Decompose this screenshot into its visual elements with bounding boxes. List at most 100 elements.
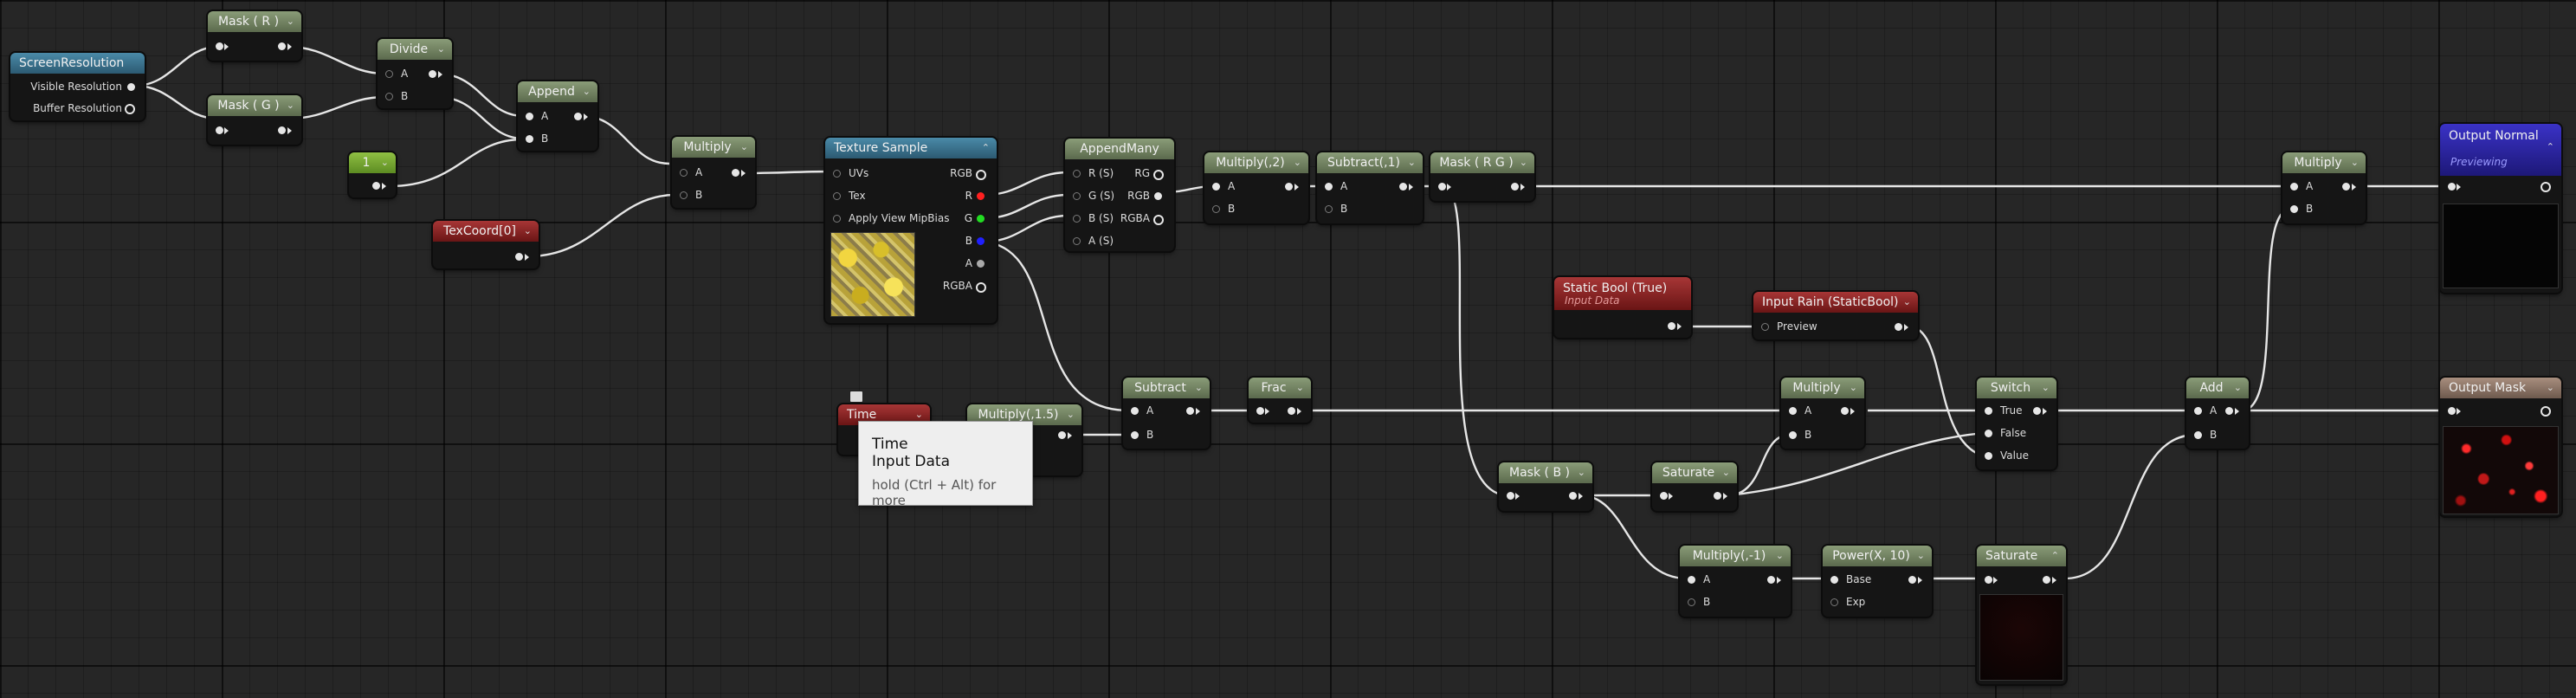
input-pin[interactable] xyxy=(1761,323,1769,331)
chevron-up-icon[interactable]: ⌃ xyxy=(2050,550,2059,561)
input-pin[interactable] xyxy=(1660,492,1668,500)
node-output-mask[interactable]: Output Mask⌄ xyxy=(2440,378,2561,516)
input-pin[interactable] xyxy=(1985,407,1992,415)
input-pin[interactable] xyxy=(2448,407,2456,415)
input-pin[interactable] xyxy=(1830,576,1838,584)
input-pin[interactable] xyxy=(1325,183,1333,191)
output-pin[interactable] xyxy=(1569,492,1577,500)
input-pin[interactable] xyxy=(1073,237,1081,245)
chevron-down-icon[interactable]: ⌄ xyxy=(286,16,294,27)
input-pin[interactable] xyxy=(680,169,688,177)
output-pin[interactable] xyxy=(2342,183,2350,191)
node-frac[interactable]: Frac⌄ xyxy=(1249,378,1311,423)
input-pin[interactable] xyxy=(2194,407,2202,415)
input-pin[interactable] xyxy=(526,113,533,120)
node-output-normal[interactable]: Output Normal⌃ Previewing xyxy=(2440,124,2561,293)
output-pin[interactable] xyxy=(2225,407,2233,415)
chevron-down-icon[interactable]: ⌄ xyxy=(523,225,532,236)
output-pin[interactable] xyxy=(2033,407,2041,415)
output-pin-b[interactable] xyxy=(977,237,985,245)
input-pin[interactable] xyxy=(2194,431,2202,439)
output-pin[interactable] xyxy=(1288,407,1295,415)
output-pin[interactable] xyxy=(1399,183,1407,191)
input-pin[interactable] xyxy=(385,93,393,100)
input-pin[interactable] xyxy=(1985,452,1992,460)
node-saturate[interactable]: Saturate⌄ xyxy=(1652,462,1737,511)
input-pin[interactable] xyxy=(1212,205,1220,213)
chevron-down-icon[interactable]: ⌄ xyxy=(1295,382,1304,393)
node-subtract-1[interactable]: Subtract(,1)⌄ A B xyxy=(1317,152,1423,223)
node-mask-rg[interactable]: Mask ( R G )⌄ xyxy=(1430,152,1534,201)
input-pin[interactable] xyxy=(1789,431,1797,439)
node-add[interactable]: Add⌄ A B xyxy=(2186,378,2249,449)
node-multiply-mid[interactable]: Multiply⌄ A B xyxy=(1781,378,1864,449)
node-multiply-neg1[interactable]: Multiply(,-1)⌄ A B xyxy=(1680,546,1791,617)
node-texcoord[interactable]: TexCoord[0]⌄ xyxy=(433,221,539,268)
input-pin[interactable] xyxy=(1131,431,1139,439)
node-subtract[interactable]: Subtract⌄ A B xyxy=(1123,378,1210,449)
node-texture-sample[interactable]: Texture Sample⌃ UVs Tex Apply View MipBi… xyxy=(825,138,997,323)
output-pin[interactable] xyxy=(2043,576,2050,584)
input-pin[interactable] xyxy=(680,191,688,199)
node-mask-b[interactable]: Mask ( B )⌄ xyxy=(1499,462,1592,511)
input-pin[interactable] xyxy=(1507,492,1514,500)
input-pin[interactable] xyxy=(1073,215,1081,223)
output-pin[interactable] xyxy=(372,182,380,190)
chevron-down-icon[interactable]: ⌄ xyxy=(1519,157,1527,168)
input-pin[interactable] xyxy=(1438,183,1446,191)
input-pin[interactable] xyxy=(1789,407,1797,415)
chevron-down-icon[interactable]: ⌄ xyxy=(739,141,748,152)
output-pin[interactable] xyxy=(1714,492,1721,500)
output-pin[interactable] xyxy=(1841,407,1849,415)
input-pin[interactable] xyxy=(1256,407,1264,415)
chevron-down-icon[interactable]: ⌄ xyxy=(582,86,591,97)
input-pin[interactable] xyxy=(1325,205,1333,213)
chevron-up-icon[interactable]: ⌃ xyxy=(2546,141,2554,152)
output-pin[interactable] xyxy=(2540,406,2551,417)
input-pin[interactable] xyxy=(1073,192,1081,200)
input-pin[interactable] xyxy=(2448,183,2456,191)
node-mask-r[interactable]: Mask ( R )⌄ xyxy=(208,11,301,61)
chevron-down-icon[interactable]: ⌄ xyxy=(2546,382,2554,393)
chevron-down-icon[interactable]: ⌄ xyxy=(1849,382,1857,393)
node-append[interactable]: Append⌄ A B xyxy=(518,81,597,151)
input-pin[interactable] xyxy=(1688,598,1695,606)
output-pin[interactable] xyxy=(976,282,986,293)
output-pin[interactable] xyxy=(125,104,135,114)
chevron-down-icon[interactable]: ⌄ xyxy=(286,100,294,111)
output-pin[interactable] xyxy=(1186,407,1194,415)
node-append-many[interactable]: AppendMany R (S) G (S) B (S) A (S) RG RG… xyxy=(1065,139,1174,251)
input-pin[interactable] xyxy=(1073,170,1081,178)
chevron-down-icon[interactable]: ⌄ xyxy=(380,157,389,168)
input-pin[interactable] xyxy=(1985,430,1992,437)
output-pin[interactable] xyxy=(278,42,286,50)
chevron-down-icon[interactable]: ⌄ xyxy=(1293,157,1301,168)
node-multiply[interactable]: Multiply⌄ A B xyxy=(672,137,755,208)
node-mask-g[interactable]: Mask ( G )⌄ xyxy=(208,95,301,145)
input-pin[interactable] xyxy=(833,192,841,200)
chevron-down-icon[interactable]: ⌄ xyxy=(2233,382,2242,393)
input-pin[interactable] xyxy=(833,215,841,223)
output-pin[interactable] xyxy=(976,170,986,180)
chevron-down-icon[interactable]: ⌄ xyxy=(2041,382,2050,393)
output-pin[interactable] xyxy=(278,126,286,134)
chevron-down-icon[interactable]: ⌄ xyxy=(1916,550,1925,561)
chevron-down-icon[interactable]: ⌄ xyxy=(1721,467,1730,478)
chevron-down-icon[interactable]: ⌄ xyxy=(1194,382,1203,393)
chevron-down-icon[interactable]: ⌄ xyxy=(1775,550,1784,561)
input-pin[interactable] xyxy=(1212,183,1220,191)
chevron-down-icon[interactable]: ⌄ xyxy=(1577,467,1585,478)
output-pin-a[interactable] xyxy=(977,260,985,268)
input-pin[interactable] xyxy=(526,135,533,143)
chevron-down-icon[interactable]: ⌄ xyxy=(2350,157,2359,168)
node-static-bool[interactable]: Static Bool (True) Input Data xyxy=(1554,277,1691,338)
node-power[interactable]: Power(X, 10)⌄ Base Exp xyxy=(1823,546,1932,617)
output-pin[interactable] xyxy=(1908,576,1916,584)
chevron-down-icon[interactable]: ⌄ xyxy=(1407,157,1416,168)
input-pin[interactable] xyxy=(2290,183,2298,191)
node-screen-resolution[interactable]: ScreenResolution Visible Resolution Buff… xyxy=(10,53,145,120)
output-pin-g[interactable] xyxy=(977,215,985,223)
output-pin[interactable] xyxy=(127,83,135,91)
node-saturate-preview[interactable]: Saturate⌃ xyxy=(1977,546,2066,684)
chevron-down-icon[interactable]: ⌄ xyxy=(436,43,445,55)
